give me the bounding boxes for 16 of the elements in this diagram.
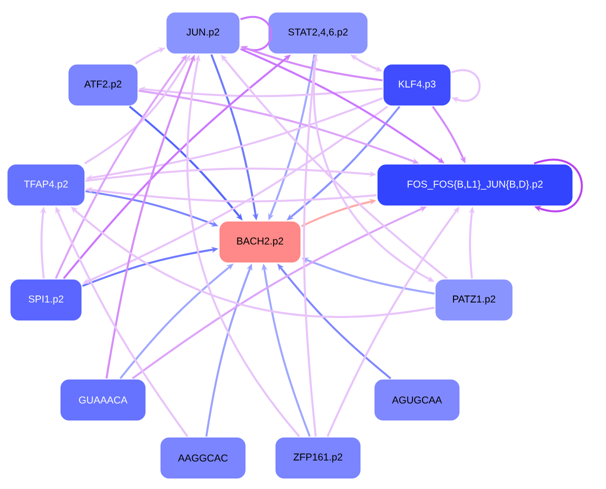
node-box: SPI1.p2 — [10, 278, 82, 322]
node-box: STAT2,4,6.p2 — [268, 12, 368, 54]
node-box: ATF2.p2 — [68, 64, 138, 106]
node-box: ZFP161.p2 — [274, 436, 362, 480]
arrow — [534, 158, 583, 212]
node-box: PATZ1.p2 — [434, 278, 514, 322]
node-box: AAGGCAC — [160, 436, 246, 480]
node-box: BACH2.p2 — [218, 220, 302, 264]
arrow — [451, 69, 481, 103]
node-box: AGUGCAA — [374, 378, 460, 422]
node-box: JUN.p2 — [166, 12, 240, 54]
node-box: FOS_FOS{B,L1}_JUN{B,D}.p2 — [376, 164, 574, 206]
node-box: GUAAACA — [60, 378, 146, 422]
node-box: TFAP4.p2 — [6, 164, 86, 206]
arrow — [240, 16, 272, 52]
node-box: KLF4.p3 — [382, 64, 452, 106]
